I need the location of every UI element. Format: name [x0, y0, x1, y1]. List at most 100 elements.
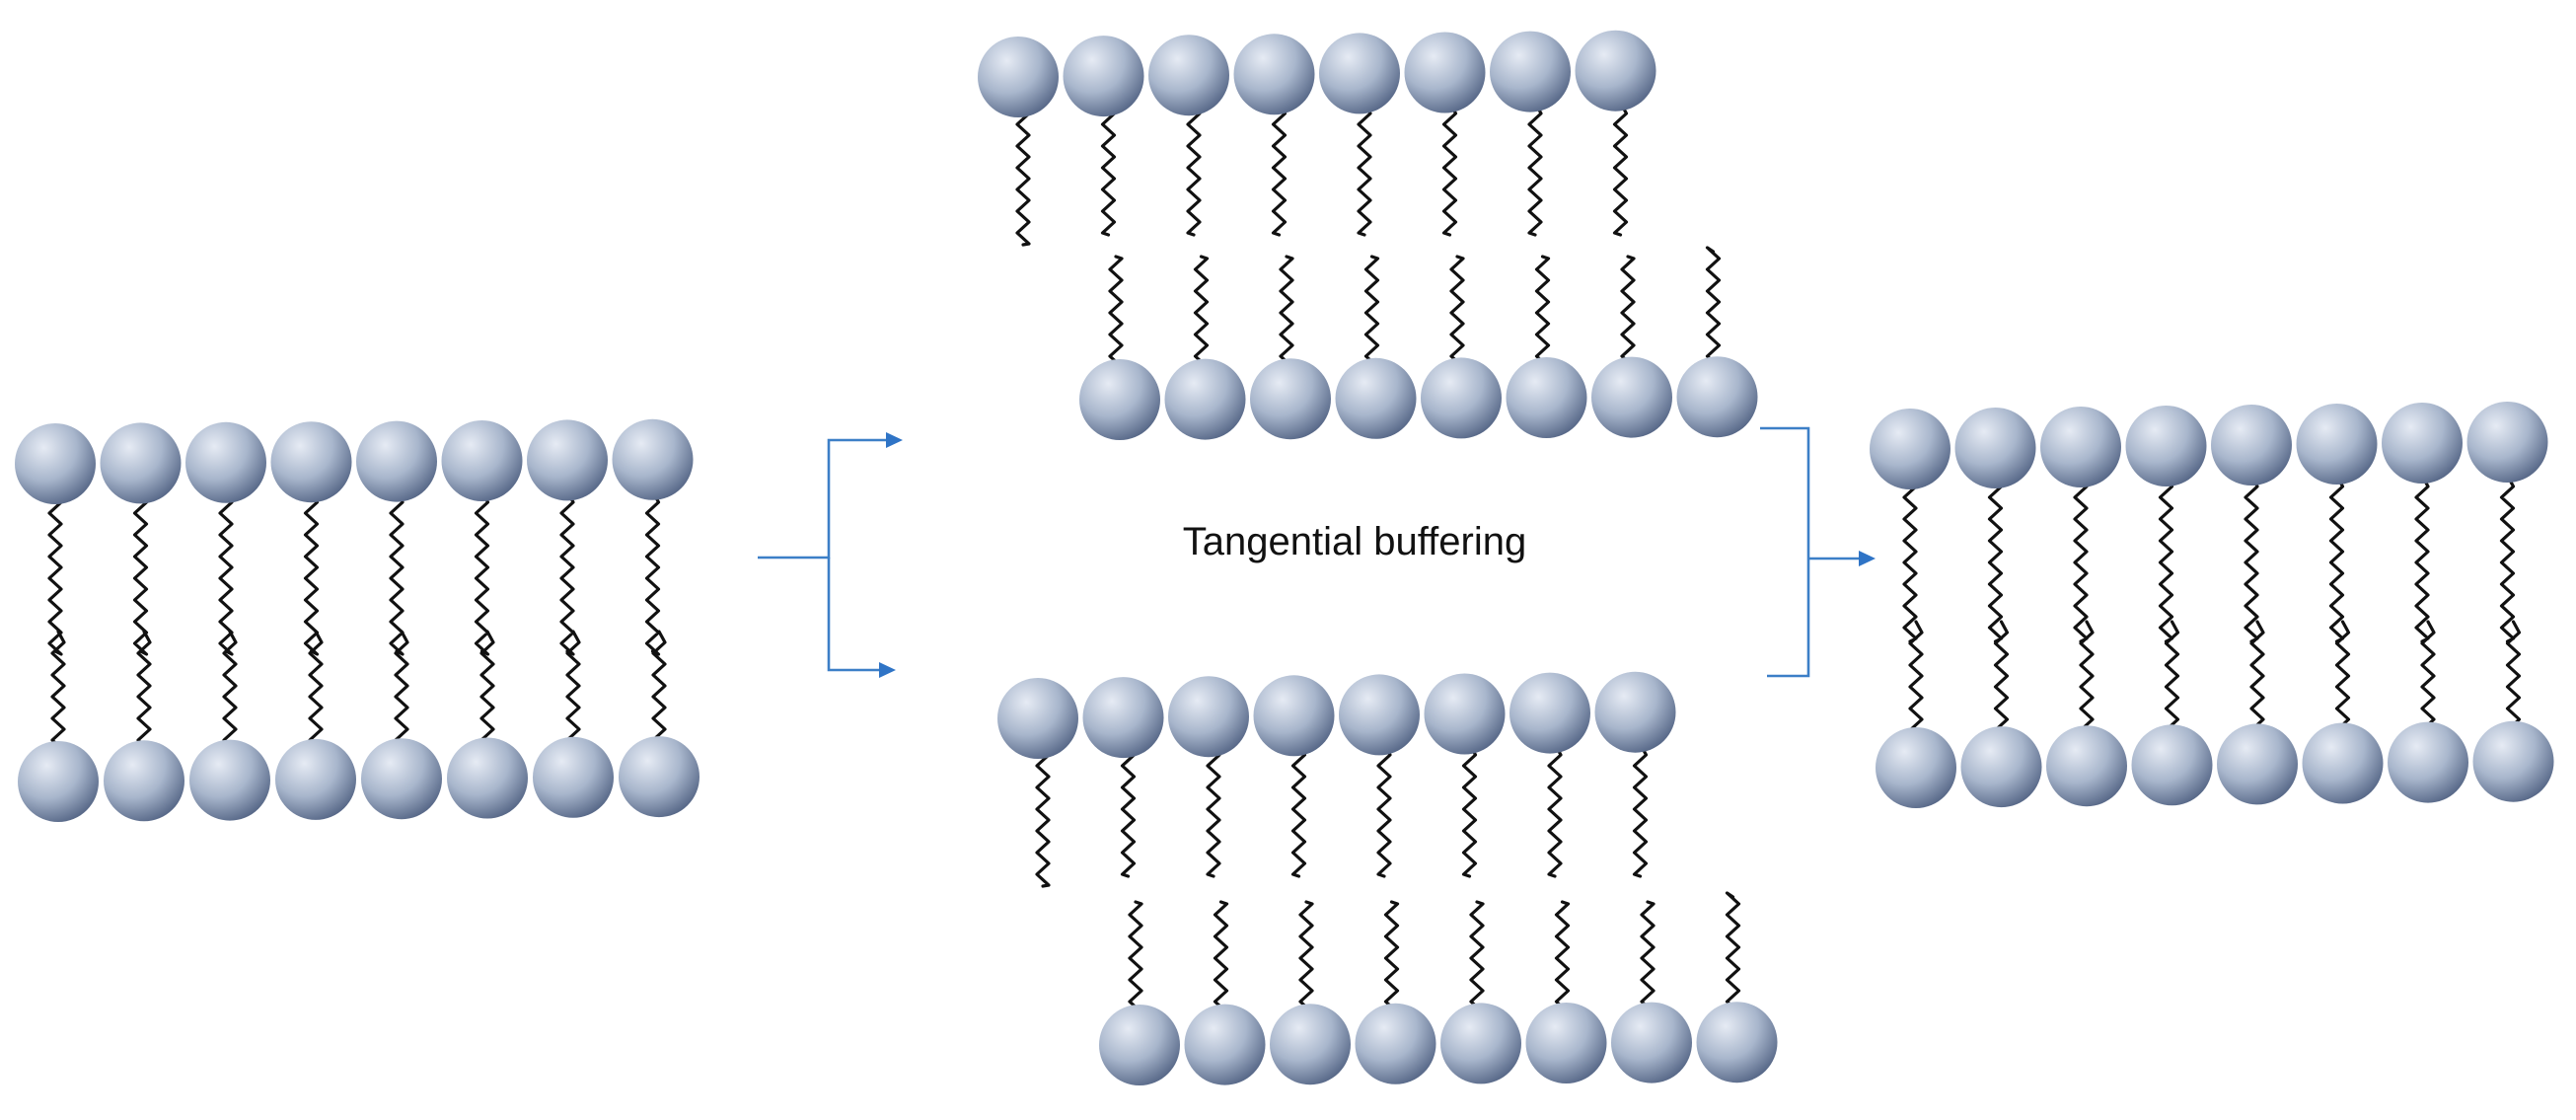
lipid-head-lower: [1250, 358, 1331, 440]
lipid-head-upper: [1575, 30, 1656, 112]
caption-tangential-buffering: Tangential buffering: [1183, 520, 1526, 563]
lipid-head-upper: [1082, 677, 1164, 759]
lipid-head-lower: [619, 736, 699, 818]
lipid-head-upper: [1594, 671, 1676, 753]
lipid-head-lower: [533, 736, 614, 818]
lipid-head-upper: [1490, 31, 1571, 112]
lipid-head-upper: [185, 421, 266, 503]
lipid-tail-upper: [1441, 101, 1458, 237]
lipid-head-upper: [2211, 405, 2292, 485]
lipid-tail-upper: [47, 489, 63, 656]
lipid-head-upper: [1954, 408, 2036, 488]
bilayer-final: [1870, 402, 2554, 808]
lipid-tail-lower: [1213, 900, 1229, 1025]
lipid-head-lower: [447, 737, 528, 819]
lipid-head-lower: [1506, 357, 1587, 438]
lipid-tail-upper: [2414, 474, 2430, 643]
lipid-head-lower: [1676, 356, 1758, 438]
bilayer-shifted-bottom: [997, 671, 1778, 1085]
arrowhead-merge: [1859, 551, 1876, 566]
lipid-head-upper: [2296, 404, 2378, 485]
lipid-head-upper: [1253, 675, 1335, 757]
lipid-tail-upper: [1612, 101, 1629, 237]
lipid-tail-upper: [1547, 742, 1563, 878]
lipid-head-lower: [189, 739, 270, 821]
merge-connector: [1760, 426, 1876, 678]
lipid-head-upper: [1233, 34, 1315, 115]
lipid-tail-upper: [1186, 101, 1202, 237]
lipid-tail-upper: [218, 489, 234, 656]
lipid-tail-upper: [2158, 474, 2174, 643]
lipid-head-lower: [1421, 357, 1502, 439]
lipid-head-lower: [1525, 1003, 1607, 1083]
lipid-head-lower: [2302, 722, 2384, 804]
lipid-tail-upper: [474, 489, 490, 656]
lipid-head-lower: [104, 740, 184, 822]
lipid-head-lower: [1591, 356, 1672, 438]
lipid-head-lower: [275, 738, 356, 820]
lipid-head-upper: [441, 420, 523, 501]
lipid-head-lower: [1079, 359, 1160, 440]
lipid-tail-lower: [1640, 900, 1656, 1025]
lipid-head-upper: [270, 421, 352, 503]
lipid-tail-upper: [1120, 742, 1137, 878]
arrowhead-lower: [879, 662, 896, 678]
lipid-tail-lower: [1620, 255, 1636, 380]
lipid-head-upper: [1168, 676, 1249, 758]
lipid-tail-upper: [1376, 742, 1392, 878]
lipid-tail-upper: [1357, 101, 1372, 237]
bilayer-initial: [15, 418, 699, 822]
lipid-head-upper: [100, 422, 182, 504]
lipid-head-lower: [1099, 1005, 1180, 1085]
lipid-head-upper: [15, 423, 96, 504]
lipid-tail-lower: [1128, 900, 1143, 1025]
lipid-tail-upper: [559, 489, 575, 656]
lipid-tail-lower: [1449, 255, 1465, 380]
lipid-head-upper: [527, 419, 608, 501]
lipid-head-lower: [1876, 727, 1956, 808]
bilayer-shifted-top: [978, 30, 1758, 440]
lipid-head-upper: [1509, 672, 1590, 754]
lipid-head-lower: [1270, 1004, 1351, 1085]
lipid-tail-lower: [1383, 900, 1400, 1025]
lipid-tail-upper: [1527, 101, 1543, 237]
lipid-tail-upper: [389, 489, 405, 656]
lipid-tail-upper: [1035, 742, 1051, 888]
lipid-tail-lower: [1725, 891, 1741, 1025]
lipid-head-upper: [356, 420, 437, 502]
lipid-head-upper: [1870, 409, 1950, 489]
lipid-tail-upper: [303, 489, 320, 656]
lipid-tail-upper: [1461, 742, 1478, 878]
lipid-tail-lower: [1363, 255, 1380, 380]
lipid-tail-lower: [1108, 255, 1124, 380]
lipid-tail-lower: [1705, 246, 1722, 380]
lipid-tail-upper: [1271, 101, 1288, 237]
lipid-head-upper: [978, 37, 1059, 117]
lipid-head-upper: [1339, 674, 1420, 756]
lipid-tail-upper: [2328, 474, 2345, 643]
lipid-head-upper: [1063, 36, 1144, 117]
lipid-tail-upper: [1290, 742, 1307, 878]
lipid-tail-upper: [1100, 101, 1117, 237]
lipid-head-lower: [1355, 1003, 1436, 1084]
lipid-tail-upper: [1632, 742, 1649, 878]
lipid-tail-upper: [1902, 474, 1918, 643]
lipid-head-lower: [361, 738, 442, 820]
lipid-head-lower: [2131, 724, 2213, 806]
split-connector: [758, 432, 903, 678]
lipid-head-lower: [1184, 1004, 1266, 1085]
lipid-tail-upper: [1206, 742, 1221, 878]
lipid-tail-upper: [1987, 474, 2004, 643]
lipid-head-upper: [1404, 32, 1486, 113]
lipid-head-lower: [1440, 1003, 1521, 1084]
lipid-head-lower: [1696, 1002, 1778, 1083]
lipid-tail-lower: [1534, 255, 1551, 380]
lipid-head-upper: [1424, 673, 1506, 755]
lipid-head-upper: [2125, 406, 2207, 486]
lipid-tail-lower: [1298, 900, 1314, 1025]
lipid-head-lower: [2388, 721, 2468, 803]
lipid-head-upper: [1319, 33, 1400, 114]
lipid-head-lower: [18, 741, 99, 822]
lipid-head-lower: [1960, 726, 2042, 808]
